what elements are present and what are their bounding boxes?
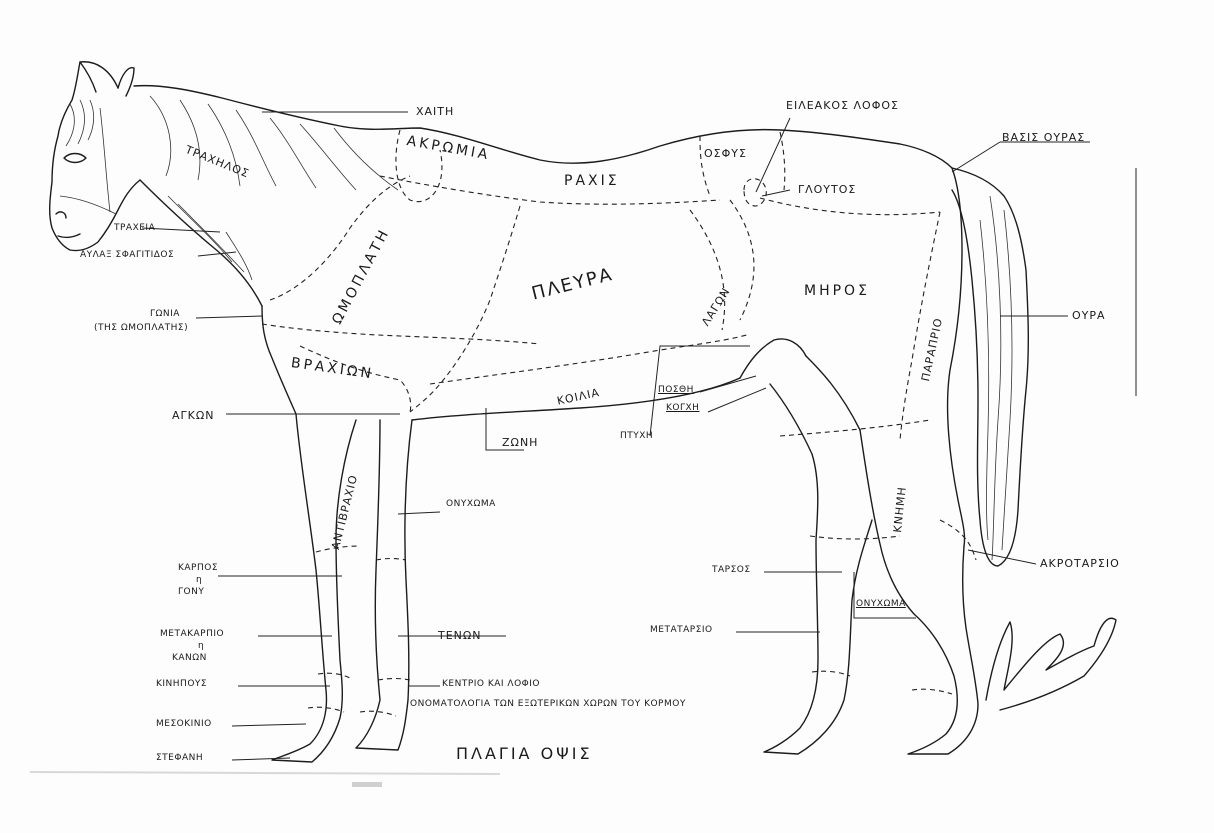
horse-tail-hair bbox=[980, 196, 1012, 560]
region-line-front-pastern bbox=[308, 707, 396, 716]
region-line-shoulder-back bbox=[410, 206, 520, 412]
label-aylax-sfagitidos: ΑΥΛΑΞ ΣΦΑΓΙΤΙΔΟΣ bbox=[80, 251, 174, 260]
label-plagia-opsis: ΠΛΑΓΙΑ ΟΨΙΣ bbox=[456, 746, 593, 762]
label-posthi: ΠΟΣΘΗ bbox=[658, 386, 694, 395]
label-zoni: ΖΩΝΗ bbox=[502, 437, 538, 448]
region-line-hip-circle bbox=[744, 179, 766, 206]
label-kogchi: ΚΟΓΧΗ bbox=[666, 404, 699, 413]
label-oura: ΟΥΡΑ bbox=[1072, 310, 1106, 321]
horse-eye bbox=[64, 154, 86, 163]
label-tenon: ΤΕΝΩΝ bbox=[438, 630, 482, 641]
label-metatarsio: ΜΕΤΑΤΑΡΣΙΟ bbox=[650, 626, 713, 635]
leader-akrotarsio bbox=[968, 550, 1036, 564]
scan-mark-small bbox=[352, 782, 382, 787]
horse-hind-leg-far bbox=[764, 384, 872, 754]
label-onychoma-front: ΟΝΥΧΩΜΑ bbox=[446, 500, 496, 509]
label-tarsos: ΤΑΡΣΟΣ bbox=[712, 566, 751, 575]
label-gloutos: ΓΛΟΥΤΟΣ bbox=[798, 184, 856, 195]
label-kanon: ΚΑΝΩΝ bbox=[172, 654, 207, 663]
label-ptychi: ΠΤΥΧΗ bbox=[620, 432, 653, 441]
label-rachis: ΡΑΧΙΣ bbox=[564, 174, 620, 188]
leader-aylax bbox=[198, 252, 236, 256]
label-metakarpio: ΜΕΤΑΚΑΡΠΙΟ bbox=[160, 630, 224, 639]
label-onychoma-hind: ΟΝΥΧΩΜΑ bbox=[856, 600, 906, 609]
label-gonia-sub: (ΤΗΣ ΩΜΟΠΛΑΤΗΣ) bbox=[94, 324, 188, 333]
label-karpos-gony: ΓΟΝΥ bbox=[178, 588, 204, 597]
label-stefani: ΣΤΕΦΑΝΗ bbox=[156, 754, 203, 763]
horse-tail bbox=[952, 168, 1028, 566]
leader-gonia bbox=[196, 316, 262, 318]
label-metakarpio-eta: η bbox=[198, 642, 204, 651]
horse-throat-shading bbox=[168, 196, 252, 280]
horse-forelock bbox=[66, 100, 94, 146]
label-kinipous: ΚΙΝΗΠΟΥΣ bbox=[156, 680, 207, 689]
leader-posthi-h bbox=[700, 376, 756, 392]
region-line-hind-fetlock bbox=[812, 671, 952, 694]
horse-crest-topline bbox=[134, 86, 952, 168]
region-line-koilia bbox=[430, 334, 750, 384]
label-osfys: ΟΣΦΥΣ bbox=[704, 148, 747, 159]
horse-hindquarter-outline bbox=[948, 168, 965, 546]
leader-kogchi bbox=[708, 388, 766, 412]
horse-front-leg-near bbox=[272, 414, 356, 762]
label-miros: ΜΗΡΟΣ bbox=[804, 284, 870, 298]
region-line-rachis bbox=[380, 176, 720, 204]
label-tracheia: ΤΡΑΧΕΙΑ bbox=[114, 224, 155, 233]
region-line-miros bbox=[760, 198, 940, 215]
leader-stefani bbox=[232, 758, 290, 760]
label-chaiti: ΧΑΙΤΗ bbox=[416, 106, 454, 117]
horse-stifle bbox=[806, 356, 860, 430]
horse-ear-front bbox=[80, 62, 96, 92]
label-gonia: ΓΩΝΙΑ bbox=[150, 310, 180, 319]
label-mesokinio: ΜΕΣΟΚΙΝΙΟ bbox=[156, 720, 212, 729]
region-line-girth bbox=[262, 324, 540, 344]
horse-hind-leg-near bbox=[860, 430, 978, 754]
horse-front-leg-far bbox=[356, 420, 412, 750]
scan-mark-bottom bbox=[30, 772, 500, 774]
horse-ear-back bbox=[118, 68, 134, 96]
leader-vasis-ouras bbox=[952, 142, 1000, 172]
label-agkon: ΑΓΚΩΝ bbox=[172, 410, 215, 421]
leader-mesokinio bbox=[232, 724, 306, 726]
horse-nostril bbox=[56, 212, 66, 218]
leader-onychoma-hind bbox=[854, 572, 916, 618]
label-akrotarsio: ΑΚΡΟΤΑΡΣΙΟ bbox=[1040, 558, 1120, 569]
region-line-front-fetlock bbox=[318, 673, 410, 680]
horse-neck-underline bbox=[140, 180, 262, 306]
label-vasis-ouras: ΒΑΣΙΣ ΟΥΡΑΣ bbox=[1002, 132, 1085, 143]
label-onomatologia: ΟΝΟΜΑΤΟΛΟΓΙΑ ΤΩΝ ΕΞΩΤΕΡΙΚΩΝ ΧΩΡΩΝ ΤΟΥ ΚΟ… bbox=[410, 700, 686, 709]
horse-sheath bbox=[740, 339, 806, 378]
region-line-osfys bbox=[700, 132, 785, 196]
horse-mouth bbox=[58, 234, 80, 237]
signature-scribble bbox=[986, 618, 1116, 710]
label-karpos: ΚΑΡΠΟΣ bbox=[178, 564, 218, 573]
region-line-lagon bbox=[690, 200, 754, 330]
label-eilakos-lofos: ΕΙΛΕΑΚΟΣ ΛΟΦΟΣ bbox=[786, 100, 899, 111]
label-kentrio: ΚΕΝΤΡΙΟ ΚΑΙ ΛΟΦΙΟ bbox=[442, 680, 540, 689]
label-karpos-eta: η bbox=[196, 576, 202, 585]
